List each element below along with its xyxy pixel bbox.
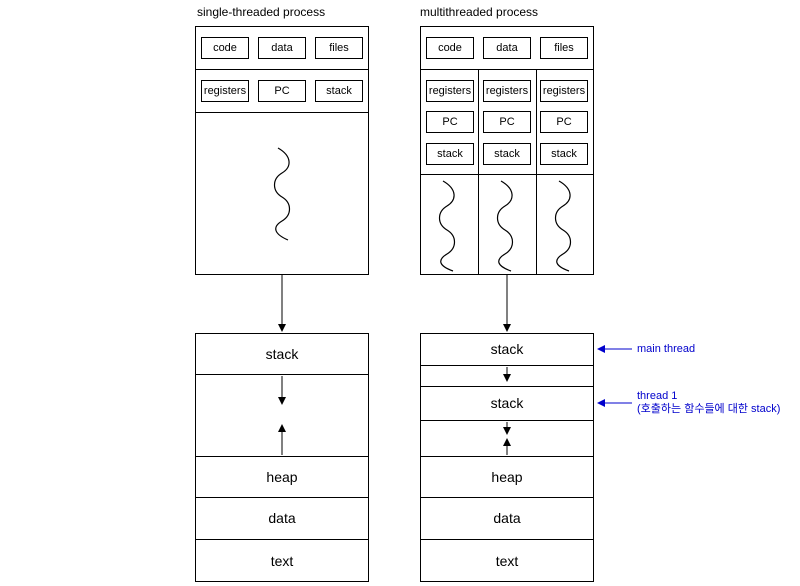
multi-data-box: data [483,37,531,59]
thread-2-registers-box: registers [483,80,531,102]
single-threaded-title: single-threaded process [197,5,326,19]
multi-thread-separator-2 [536,69,537,275]
single-mem-text: text [270,552,294,569]
thread-3-pc-box: PC [540,111,588,133]
single-divider-2 [195,112,369,113]
single-mem-divider-3 [195,497,369,498]
multi-process-frame [420,26,594,275]
thread-3-stack-box: stack [540,143,588,165]
thread-1-pc-box: PC [426,111,474,133]
multi-files-box: files [540,37,588,59]
single-mem-heap: heap [266,468,298,485]
single-mem-data: data [268,510,296,526]
multi-mem-thread1-stack: stack [490,395,524,411]
multi-mem-divider-3 [420,420,594,421]
multi-thread-separator-1 [478,69,479,275]
single-memory-frame [195,333,369,582]
single-pc-box: PC [258,80,306,102]
multi-mem-divider-4 [420,456,594,457]
single-divider-1 [195,69,369,70]
multi-mem-heap: heap [491,468,523,485]
multithreaded-title: multithreaded process [420,5,539,19]
single-mem-divider-1 [195,374,369,375]
main-thread-label: main thread [637,343,696,355]
multi-code-box: code [426,37,474,59]
thread-1-label: thread 1 [637,390,678,402]
multi-memory-frame [420,333,594,582]
multi-divider-2 [420,174,594,175]
single-code-box: code [201,37,249,59]
thread-1-description: (호출하는 함수들에 대한 stack) [637,403,781,415]
multi-mem-divider-1 [420,365,594,366]
multi-divider-1 [420,69,594,70]
single-process-frame [195,26,369,275]
thread-1-stack-box: stack [426,143,474,165]
multi-mem-divider-5 [420,497,594,498]
thread-2-pc-box: PC [483,111,531,133]
multi-mem-data: data [493,510,521,526]
multi-mem-divider-2 [420,386,594,387]
single-files-box: files [315,37,363,59]
multi-mem-divider-6 [420,539,594,540]
thread-3-registers-box: registers [540,80,588,102]
single-mem-divider-2 [195,456,369,457]
single-mem-divider-4 [195,539,369,540]
thread-2-stack-box: stack [483,143,531,165]
multi-mem-main-stack: stack [490,341,524,357]
multi-mem-text: text [495,552,519,569]
thread-1-registers-box: registers [426,80,474,102]
single-stack-box: stack [315,80,363,102]
single-registers-box: registers [201,80,249,102]
single-mem-stack: stack [265,345,299,362]
single-data-box: data [258,37,306,59]
